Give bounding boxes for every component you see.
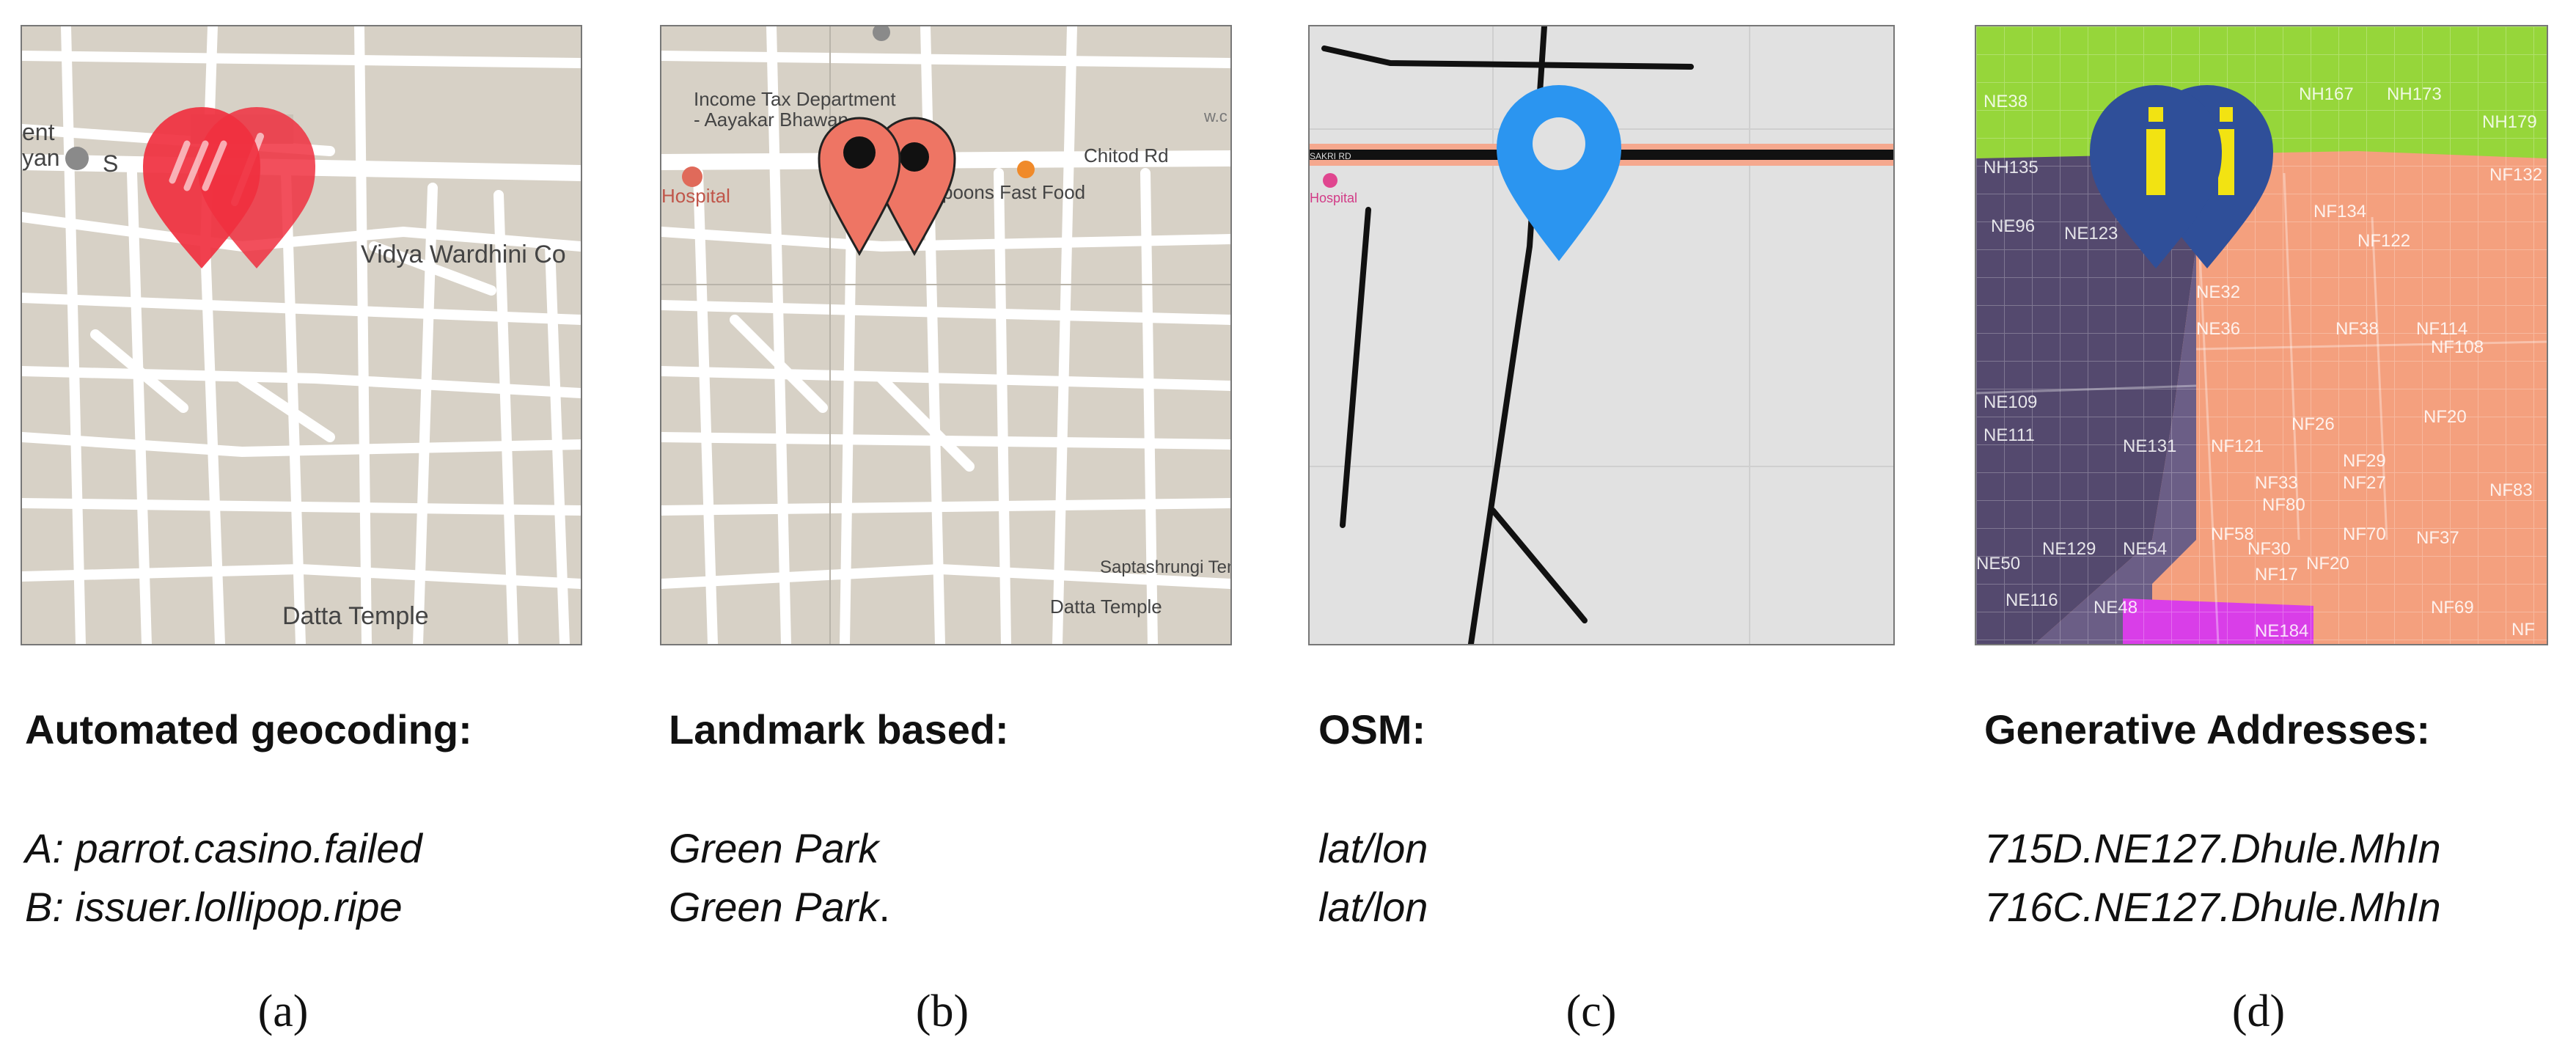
svg-text:NE32: NE32 — [2196, 282, 2240, 302]
svg-text:NH179: NH179 — [2482, 112, 2537, 132]
svg-text:NE116: NE116 — [2006, 590, 2058, 610]
svg-text:NF134: NF134 — [2313, 202, 2366, 221]
caption-c: (c) — [1566, 986, 1617, 1036]
generative-address-2: 716C.NE127.Dhule.MhIn — [1984, 884, 2441, 930]
svg-text:NF83: NF83 — [2489, 480, 2533, 500]
map-b-label-chitod: Chitod Rd — [1084, 144, 1169, 166]
svg-text:NF20: NF20 — [2306, 554, 2349, 574]
svg-text:NF37: NF37 — [2416, 528, 2459, 548]
osm-location-pin-icon[interactable] — [1497, 85, 1621, 261]
map-a-svg: ent yan S Vidya Wardhini Co Datta Temple — [22, 26, 581, 644]
panel-b: Income Tax Department - Aayakar Bhawan H… — [645, 0, 1276, 1062]
map-b-svg: Income Tax Department - Aayakar Bhawan H… — [661, 26, 1230, 644]
svg-text:NE54: NE54 — [2123, 539, 2167, 559]
svg-text:NF70: NF70 — [2343, 524, 2386, 544]
map-d-svg: NE38 NH167 NH173 NH179 NH135 NE96 NE123 … — [1976, 26, 2547, 644]
landmark-line-1: Green Park — [669, 825, 879, 871]
address-b: B: issuer.lollipop.ripe — [25, 884, 403, 930]
caption-b: (b) — [915, 986, 969, 1036]
svg-text:NE123: NE123 — [2064, 224, 2118, 243]
generative-address-1: 715D.NE127.Dhule.MhIn — [1984, 825, 2441, 871]
restaurant-icon — [1017, 161, 1035, 178]
svg-text:NE109: NE109 — [1984, 392, 2037, 412]
map-b-label-income-tax: Income Tax Department — [694, 88, 896, 110]
svg-text:NF108: NF108 — [2431, 337, 2484, 357]
osm-line-2: lat/lon — [1318, 884, 1428, 930]
map-c-road-label: SAKRI RD — [1310, 151, 1351, 161]
svg-text:NE38: NE38 — [1984, 92, 2028, 111]
heading-osm: OSM: — [1318, 706, 1426, 752]
svg-text:NF27: NF27 — [2343, 473, 2386, 493]
svg-text:NF38: NF38 — [2335, 319, 2379, 339]
svg-text:NF114: NF114 — [2416, 319, 2467, 339]
svg-text:NF30: NF30 — [2247, 539, 2291, 559]
map-b-label-saptashrungi: Saptashrungi Temp — [1100, 557, 1230, 577]
map-b-label-wc: w.c — [1203, 107, 1228, 125]
map-osm: SAKRI RD Hospital — [1308, 25, 1895, 645]
hospital-icon — [682, 166, 702, 187]
svg-text:NF: NF — [2511, 620, 2535, 640]
svg-text:NF58: NF58 — [2211, 524, 2254, 544]
svg-text:NE48: NE48 — [2094, 598, 2138, 618]
svg-text:NE129: NE129 — [2042, 539, 2096, 559]
svg-text:NF132: NF132 — [2489, 165, 2542, 185]
svg-text:NF29: NF29 — [2343, 451, 2386, 471]
map-a-label-datta: Datta Temple — [282, 602, 429, 630]
map-b-label-datta: Datta Temple — [1050, 596, 1162, 618]
map-b-label-spoons: spoons Fast Food — [933, 181, 1085, 203]
address-a: A: parrot.casino.failed — [25, 825, 422, 871]
svg-text:NE184: NE184 — [2255, 621, 2308, 641]
map-a-label-ent: ent — [22, 119, 55, 145]
landmark-line-2: Green Park. — [669, 884, 890, 930]
map-landmark-based: Income Tax Department - Aayakar Bhawan H… — [660, 25, 1232, 645]
svg-text:NE131: NE131 — [2123, 436, 2176, 456]
map-c-label-hospital: Hospital — [1310, 191, 1357, 205]
map-b-label-hospital: Hospital — [661, 185, 730, 207]
panel-d: NE38 NH167 NH173 NH179 NH135 NE96 NE123 … — [1936, 0, 2566, 1062]
map-generative-addresses: NE38 NH167 NH173 NH179 NH135 NE96 NE123 … — [1975, 25, 2548, 645]
map-automated-geocoding: ent yan S Vidya Wardhini Co Datta Temple — [21, 25, 582, 645]
map-a-label-yan: yan — [22, 144, 60, 171]
svg-text:NH173: NH173 — [2387, 84, 2442, 104]
heading-landmark-based: Landmark based: — [669, 706, 1009, 752]
svg-text:NH167: NH167 — [2299, 84, 2354, 104]
svg-text:NF69: NF69 — [2431, 598, 2474, 618]
map-pin-landmark-1-icon[interactable] — [818, 117, 901, 257]
svg-text:NF80: NF80 — [2262, 495, 2305, 515]
svg-text:NF26: NF26 — [2291, 414, 2335, 434]
svg-text:NH135: NH135 — [1984, 158, 2039, 177]
svg-text:NE36: NE36 — [2196, 319, 2240, 339]
generative-pin-front-icon[interactable] — [2090, 85, 2222, 268]
svg-text:NF33: NF33 — [2255, 473, 2298, 493]
svg-text:NF17: NF17 — [2255, 565, 2298, 585]
grid-cell-labels: NE38 NH167 NH173 NH179 NH135 NE96 NE123 … — [1976, 84, 2542, 641]
heading-automated-geocoding: Automated geocoding: — [25, 706, 472, 752]
caption-a: (a) — [257, 986, 309, 1036]
panel-c: SAKRI RD Hospital OSM: lat/lon lat/lon (… — [1291, 0, 1921, 1062]
svg-text:NF122: NF122 — [2357, 231, 2410, 251]
map-b-label-aayakar: - Aayakar Bhawan — [694, 109, 848, 131]
map-pin-a-icon[interactable] — [143, 107, 260, 268]
caption-d: (d) — [2231, 986, 2286, 1036]
osm-hospital-icon — [1323, 173, 1337, 188]
heading-generative-addresses: Generative Addresses: — [1984, 706, 2430, 752]
map-a-label-s: S — [103, 150, 118, 177]
svg-text:NF20: NF20 — [2423, 407, 2467, 427]
svg-text:NE96: NE96 — [1991, 216, 2035, 236]
osm-line-1: lat/lon — [1318, 825, 1428, 871]
map-c-svg: SAKRI RD Hospital — [1310, 26, 1893, 644]
svg-text:NE111: NE111 — [1984, 425, 2035, 445]
map-a-label-vidya: Vidya Wardhini Co — [361, 241, 566, 268]
svg-text:NF121: NF121 — [2211, 436, 2264, 456]
svg-text:NE50: NE50 — [1976, 554, 2020, 574]
panel-a: ent yan S Vidya Wardhini Co Datta Temple… — [0, 0, 631, 1062]
